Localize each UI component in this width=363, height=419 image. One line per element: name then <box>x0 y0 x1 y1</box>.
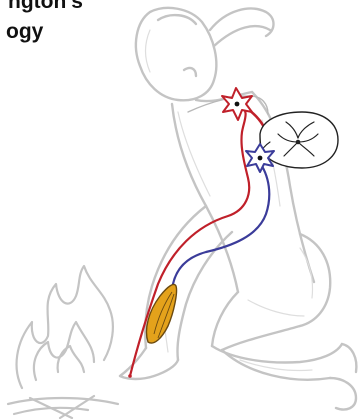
flame-sketch-icon <box>8 266 118 418</box>
kneeling-figure-sketch <box>120 8 356 410</box>
spinal-cord-cross-section-icon <box>260 112 338 168</box>
sensory-ending-dot <box>128 374 132 378</box>
